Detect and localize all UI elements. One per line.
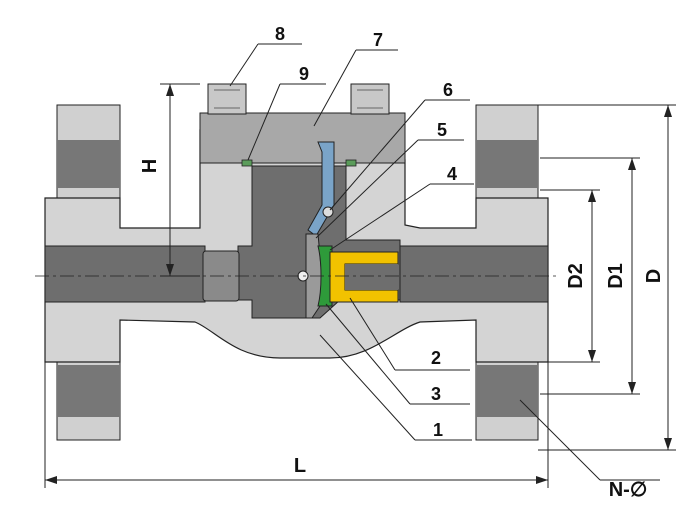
dim-label-d2: D2	[565, 263, 587, 289]
part-label-5: 5	[437, 120, 447, 140]
dimension-lines	[44, 83, 676, 488]
dim-label-l: L	[294, 455, 306, 477]
part-label-3: 3	[431, 384, 441, 404]
dimension-arrowheads	[45, 84, 672, 484]
part-label-7: 7	[373, 30, 383, 50]
seal-ring	[317, 245, 333, 307]
part-label-9: 9	[299, 64, 309, 84]
dim-label-n: N-∅	[609, 479, 648, 501]
bonnet-gasket	[241, 159, 253, 167]
bonnet-cover	[199, 112, 406, 164]
dim-label-d: D	[643, 269, 665, 283]
bonnet-bolts	[207, 83, 390, 115]
part-label-2: 2	[431, 348, 441, 368]
part-label-6: 6	[443, 80, 453, 100]
dimension-labels: H L D2 D1 D N-∅	[139, 159, 665, 501]
leader-lines	[229, 43, 660, 481]
dim-label-d1: D1	[605, 263, 627, 289]
dim-label-h: H	[139, 159, 161, 173]
flow-bore	[44, 245, 549, 303]
part-label-8: 8	[275, 24, 285, 44]
valve-seat	[329, 251, 399, 303]
part-labels: 8 7 9 6 5 4 2 3 1	[275, 24, 457, 440]
part-label-1: 1	[433, 420, 443, 440]
part-label-4: 4	[447, 164, 457, 184]
